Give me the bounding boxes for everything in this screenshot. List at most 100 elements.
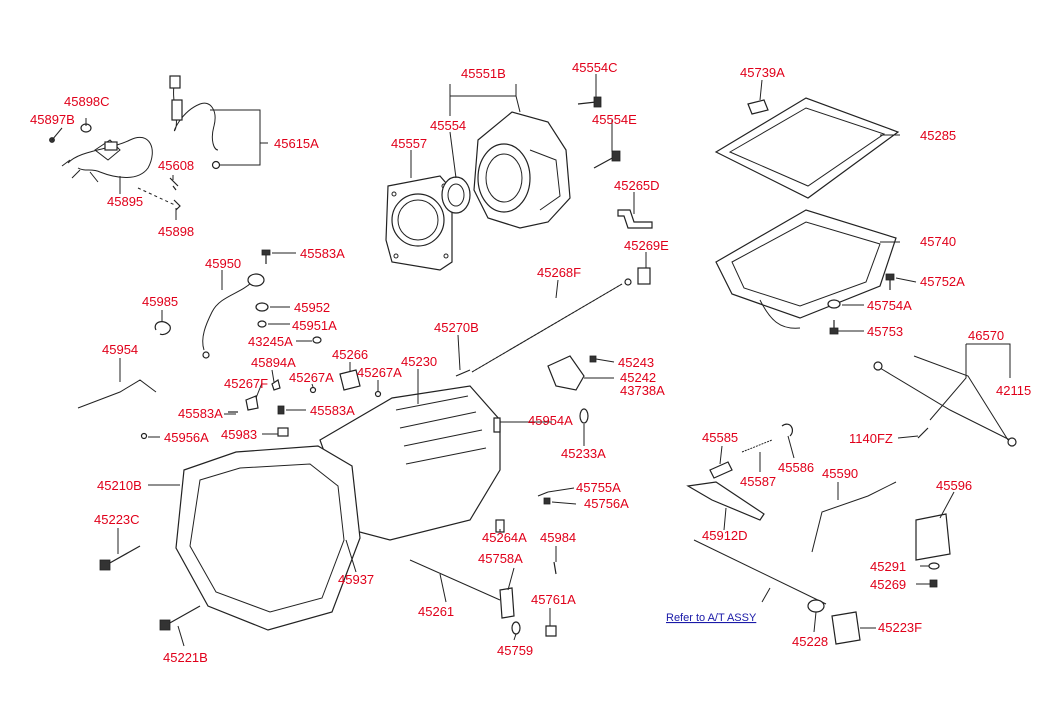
- part-45761A: [545, 625, 557, 637]
- part-cable-45268F: [471, 283, 623, 373]
- label-45291: 45291: [870, 559, 906, 574]
- part-harness-45895: [61, 136, 153, 183]
- label-45898: 45898: [158, 224, 194, 239]
- label-45608: 45608: [158, 158, 194, 173]
- label-45267A-1: 45267A: [289, 370, 334, 385]
- part-clip-45985: [154, 321, 171, 336]
- part-bolt-45243: [589, 355, 597, 363]
- label-43738A: 43738A: [620, 383, 665, 398]
- label-45221B: 45221B: [163, 650, 208, 665]
- label-45243: 45243: [618, 355, 654, 370]
- label-45950: 45950: [205, 256, 241, 271]
- part-bolt-1140FZ: [917, 427, 929, 439]
- label-45242: 45242: [620, 370, 656, 385]
- label-45266: 45266: [332, 347, 368, 362]
- label-45954: 45954: [102, 342, 138, 357]
- label-45585: 45585: [702, 430, 738, 445]
- leader-lines: [51, 74, 1011, 647]
- label-45753: 45753: [867, 324, 903, 339]
- part-bolt-45270B: [455, 369, 471, 377]
- label-45985: 45985: [142, 294, 178, 309]
- label-45223F: 45223F: [878, 620, 922, 635]
- part-bolt-45554E: [593, 150, 621, 169]
- label-45554C: 45554C: [572, 60, 618, 75]
- part-labels: 45898C 45897B 45895 45608 45898 45615A 4…: [30, 60, 1031, 665]
- label-45755A: 45755A: [576, 480, 621, 495]
- label-45596: 45596: [936, 478, 972, 493]
- part-oring-45951A: [257, 320, 267, 328]
- part-45608: [169, 177, 179, 191]
- part-gasket-45285: [714, 97, 900, 199]
- label-45265D: 45265D: [614, 178, 660, 193]
- part-bracket-45242: [547, 355, 585, 391]
- label-45557: 45557: [391, 136, 427, 151]
- part-bolt-45755A: [537, 491, 549, 497]
- label-45756A: 45756A: [584, 496, 629, 511]
- part-45984: [553, 561, 557, 575]
- label-45269E: 45269E: [624, 238, 669, 253]
- part-seal-45554: [441, 176, 471, 214]
- refer-link[interactable]: Refer to A/T ASSY: [666, 612, 757, 624]
- part-43245A: [312, 336, 322, 344]
- part-fitting-45269E: [624, 267, 651, 286]
- label-46570: 46570: [968, 328, 1004, 343]
- part-plate-45912D: [686, 481, 765, 521]
- part-bolt-45221B: [159, 605, 201, 631]
- part-bracket-45596: [915, 513, 951, 561]
- label-45952: 45952: [294, 300, 330, 315]
- label-45230: 45230: [401, 354, 437, 369]
- part-45233A: [579, 408, 589, 424]
- part-magnet-45739A: [747, 99, 769, 115]
- label-45759: 45759: [497, 643, 533, 658]
- label-45261: 45261: [418, 604, 454, 619]
- label-45268F: 45268F: [537, 265, 581, 280]
- part-bolt-45554C: [577, 96, 602, 108]
- label-45233A: 45233A: [561, 446, 606, 461]
- part-oring-45267A-b: [374, 390, 382, 398]
- part-bracket-45265D: [617, 209, 653, 229]
- label-45269: 45269: [870, 577, 906, 592]
- label-45983: 45983: [221, 427, 257, 442]
- label-45912D: 45912D: [702, 528, 748, 543]
- part-bolt-45269: [929, 579, 938, 588]
- part-45759: [511, 621, 521, 635]
- label-45264A: 45264A: [482, 530, 527, 545]
- part-45585: [709, 461, 733, 479]
- part-rod-45590: [811, 481, 897, 553]
- part-housing-45551B: [473, 111, 571, 229]
- label-45740: 45740: [920, 234, 956, 249]
- part-bolt-45223C: [99, 545, 141, 571]
- part-shaft-45261: [409, 559, 501, 601]
- label-45951A: 45951A: [292, 318, 337, 333]
- part-cable-45615A: [169, 75, 221, 170]
- part-cable-45954: [77, 379, 157, 409]
- label-45894A: 45894A: [251, 355, 296, 370]
- label-45615A: 45615A: [274, 136, 319, 151]
- label-45583A-1: 45583A: [300, 246, 345, 261]
- label-45223C: 45223C: [94, 512, 140, 527]
- label-45897B: 45897B: [30, 112, 75, 127]
- label-45956A: 45956A: [164, 430, 209, 445]
- label-45586: 45586: [778, 460, 814, 475]
- part-bolt-45583A-top: [261, 249, 271, 264]
- label-45583A-3: 45583A: [310, 403, 355, 418]
- label-45583A-2: 45583A: [178, 406, 223, 421]
- label-45587: 45587: [740, 474, 776, 489]
- part-45956A: [140, 432, 148, 440]
- label-45752A: 45752A: [920, 274, 965, 289]
- part-lever-45758A: [499, 587, 515, 619]
- label-45758A: 45758A: [478, 551, 523, 566]
- label-45754A: 45754A: [867, 298, 912, 313]
- label-45267A-2: 45267A: [357, 365, 402, 380]
- part-oring-45952: [255, 302, 269, 312]
- part-45954A: [493, 417, 501, 433]
- part-spring-45587: [741, 439, 773, 453]
- part-tube-46570: [913, 355, 1009, 441]
- part-45894A: [271, 379, 281, 391]
- label-45551B: 45551B: [461, 66, 506, 81]
- label-1140FZ: 1140FZ: [849, 431, 893, 446]
- part-washer-45754A: [827, 299, 841, 309]
- label-45285: 45285: [920, 128, 956, 143]
- label-45895: 45895: [107, 194, 143, 209]
